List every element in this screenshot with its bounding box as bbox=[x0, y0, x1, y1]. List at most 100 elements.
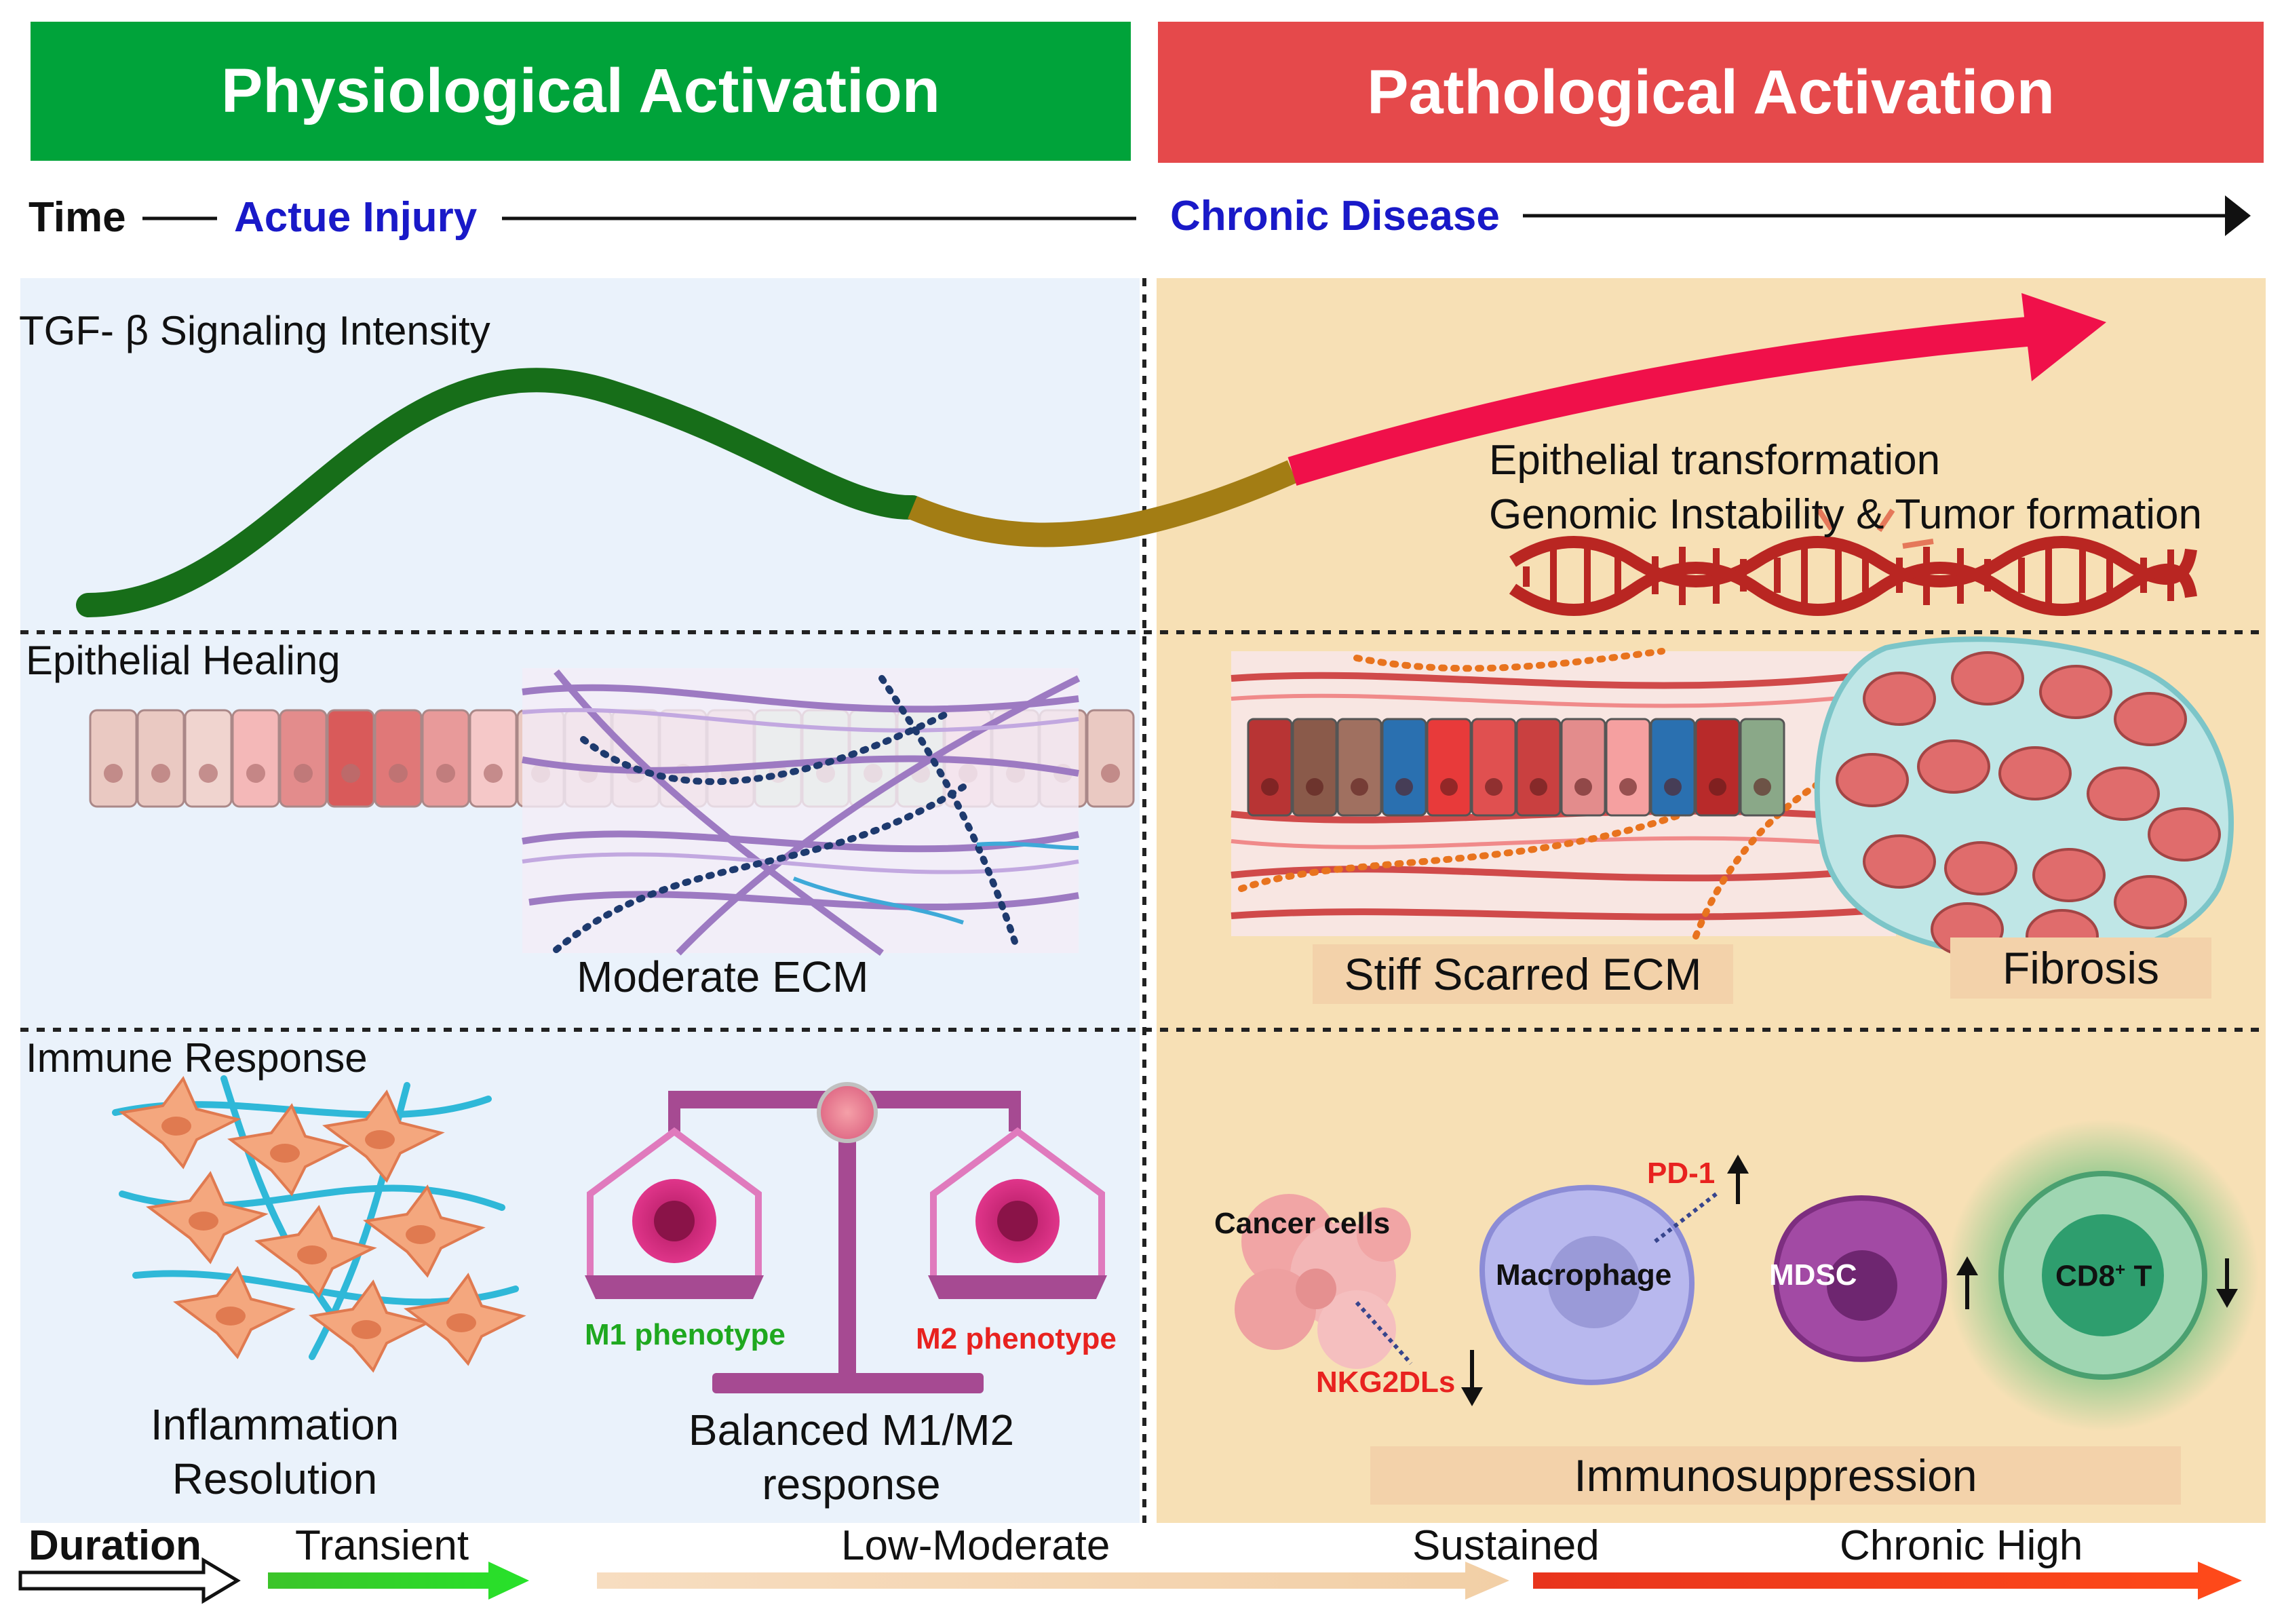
nkg2dls-label: NKG2DLs bbox=[1316, 1366, 1456, 1399]
macrophage-label: Macrophage bbox=[1496, 1258, 1672, 1292]
fibroblast-network bbox=[112, 1075, 526, 1373]
physiological-title: Physiological Activation bbox=[221, 56, 940, 125]
pathological-banner: Pathological Activation bbox=[1158, 22, 2264, 163]
signal-curve-red bbox=[1288, 316, 2036, 486]
cancer-cells-label: Cancer cells bbox=[1214, 1207, 1391, 1240]
m2-pan bbox=[928, 1275, 1107, 1299]
moderate-ecm-fibers bbox=[522, 668, 1081, 956]
low-moderate-arrow bbox=[597, 1562, 1509, 1600]
physiological-banner: Physiological Activation bbox=[31, 22, 1131, 161]
epithelial-cell bbox=[469, 709, 518, 808]
m2-macrophage bbox=[975, 1179, 1060, 1263]
fibrotic-cell bbox=[1917, 739, 1990, 794]
duration-label: Duration bbox=[28, 1522, 201, 1569]
m1-pan bbox=[585, 1275, 764, 1299]
time-arrowhead bbox=[2225, 195, 2251, 236]
scarred-epithelial-cell bbox=[1560, 718, 1606, 817]
epithelial-cell bbox=[326, 709, 375, 808]
mdsc-label: MDSC bbox=[1769, 1258, 1857, 1292]
scarred-epithelial-cell bbox=[1336, 718, 1382, 817]
fibrotic-cell bbox=[2114, 692, 2187, 746]
epithelial-cell bbox=[279, 709, 328, 808]
pathological-title: Pathological Activation bbox=[1367, 57, 2055, 127]
fibrotic-cell bbox=[2087, 767, 2160, 821]
fibrotic-cell bbox=[1998, 746, 2072, 800]
scarred-epithelial-cell bbox=[1292, 718, 1338, 817]
fibroblast-cell bbox=[119, 1076, 241, 1169]
moderate-ecm-label: Moderate ECM bbox=[577, 952, 869, 1001]
duration-arrows bbox=[18, 1557, 2242, 1604]
signal-curve-green bbox=[76, 368, 925, 617]
balance-scale bbox=[585, 1082, 1107, 1393]
scarred-epithelial-cell bbox=[1605, 718, 1651, 817]
sustained-label: Sustained bbox=[1412, 1522, 1600, 1569]
duration-outline-arrow bbox=[18, 1557, 241, 1604]
scarred-epithelial-cell bbox=[1650, 718, 1696, 817]
epithelial-transformation-text: Epithelial transformation bbox=[1489, 437, 1941, 484]
fibrotic-cell bbox=[1863, 672, 1936, 726]
scarred-epithelial-cell bbox=[1471, 718, 1517, 817]
scarred-epithelial-cell bbox=[1515, 718, 1562, 817]
fibrotic-cell bbox=[1944, 841, 2017, 895]
dna-helix bbox=[1509, 507, 2197, 616]
acute-injury-label: Actue Injury bbox=[234, 194, 478, 241]
epithelial-cells-right bbox=[1247, 718, 1785, 817]
fibrotic-cell bbox=[2114, 875, 2187, 929]
epithelial-row-title: Epithelial Healing bbox=[26, 638, 341, 683]
fibrotic-cell bbox=[1951, 651, 2024, 705]
epithelial-cell bbox=[136, 709, 185, 808]
fibrosis-tissue bbox=[1814, 636, 2234, 963]
signal-curve-olive bbox=[908, 460, 1298, 547]
balance-ball bbox=[817, 1082, 878, 1143]
epithelial-cell bbox=[374, 709, 423, 808]
fibroblast-cell bbox=[173, 1266, 296, 1359]
fibrosis-label: Fibrosis bbox=[1950, 937, 2211, 999]
balanced-label-2: response bbox=[762, 1460, 941, 1509]
epithelial-cell bbox=[1086, 709, 1135, 808]
low-moderate-label: Low-Moderate bbox=[841, 1522, 1110, 1569]
cd8-t-cell bbox=[1947, 1119, 2259, 1431]
genomic-instability-text: Genomic Instability & Tumor formation bbox=[1489, 491, 2202, 538]
indicator-arrows bbox=[1461, 1155, 2238, 1406]
balanced-label-1: Balanced M1/M2 bbox=[688, 1406, 1015, 1454]
cancer-cell-cluster bbox=[1235, 1194, 1413, 1369]
chronic-high-arrow bbox=[1533, 1562, 2242, 1600]
m1-macrophage bbox=[632, 1179, 716, 1263]
fibrotic-cell bbox=[2148, 807, 2221, 862]
fibroblast-cell bbox=[146, 1171, 269, 1264]
fibroblast-cell bbox=[363, 1184, 486, 1278]
scarred-epithelial-cell bbox=[1426, 718, 1472, 817]
fibrotic-cell bbox=[2032, 848, 2106, 902]
macrophage-cell bbox=[1479, 1184, 1718, 1385]
fibroblast-cell bbox=[322, 1089, 445, 1183]
cd8-label: CD8+ T bbox=[2055, 1259, 2152, 1293]
transient-arrow bbox=[268, 1562, 529, 1600]
stiff-ecm-label: Stiff Scarred ECM bbox=[1313, 944, 1733, 1004]
chronic-disease-label: Chronic Disease bbox=[1170, 193, 1500, 239]
epithelial-cell bbox=[184, 709, 233, 808]
mdsc-cell bbox=[1773, 1195, 1948, 1362]
m1-phenotype-label: M1 phenotype bbox=[585, 1318, 786, 1351]
signal-arrowhead bbox=[2021, 293, 2106, 381]
chronic-high-label: Chronic High bbox=[1840, 1522, 2083, 1569]
fibrotic-cell bbox=[2039, 665, 2112, 719]
scarred-epithelial-cell bbox=[1247, 718, 1293, 817]
inflammation-label-2: Resolution bbox=[172, 1454, 378, 1503]
fibrotic-cell bbox=[1836, 753, 1909, 807]
fibrotic-cell bbox=[1863, 834, 1936, 889]
time-label: Time bbox=[28, 194, 126, 241]
pd1-label: PD-1 bbox=[1647, 1157, 1716, 1190]
scarred-epithelial-cell bbox=[1381, 718, 1427, 817]
epithelial-cell bbox=[231, 709, 280, 808]
inflammation-label-1: Inflammation bbox=[150, 1400, 400, 1449]
fibroblast-cell bbox=[404, 1273, 526, 1366]
epithelial-cell bbox=[89, 709, 138, 808]
fibroblast-cell bbox=[254, 1205, 377, 1298]
transient-label: Transient bbox=[295, 1522, 469, 1569]
fibroblast-cell bbox=[227, 1103, 350, 1197]
scarred-epithelial-cell bbox=[1739, 718, 1785, 817]
immune-row-title: Immune Response bbox=[26, 1035, 368, 1081]
epithelial-cell bbox=[421, 709, 470, 808]
